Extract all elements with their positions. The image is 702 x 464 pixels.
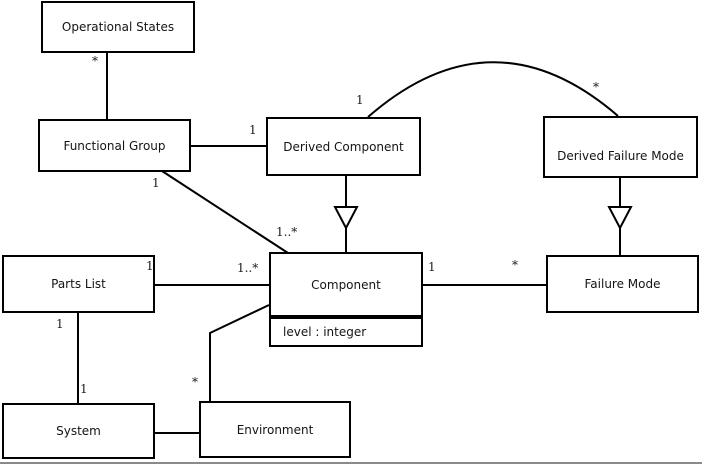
class-name: Parts List bbox=[51, 277, 106, 291]
class-attribute: level : integer bbox=[283, 325, 367, 339]
class-box-environment[interactable]: Environment bbox=[199, 401, 351, 458]
multiplicity-component-failure-mode-source: 1 bbox=[428, 260, 436, 274]
multiplicity-parts-list-system-source: 1 bbox=[56, 317, 64, 331]
multiplicity-parts-list-source: 1 bbox=[146, 259, 154, 273]
generalization-derived-failure-mode-to-failure-mode[interactable] bbox=[607, 178, 633, 255]
multiplicity-functional-group-derived-component: 1 bbox=[249, 123, 257, 137]
class-name: Component bbox=[311, 277, 381, 292]
class-box-parts-list[interactable]: Parts List bbox=[2, 255, 155, 313]
multiplicity-arc-derived-component-end: 1 bbox=[356, 93, 364, 107]
class-name: System bbox=[56, 424, 101, 438]
class-box-component[interactable]: Component level : integer bbox=[269, 252, 423, 347]
multiplicity-functional-group-diagonal-source: 1 bbox=[152, 176, 160, 190]
class-name: Operational States bbox=[61, 20, 175, 34]
class-name: Failure Mode bbox=[584, 277, 661, 291]
canvas-bottom-edge bbox=[0, 462, 702, 464]
edge-arc-derived-component-derived-failure-mode[interactable] bbox=[367, 61, 619, 118]
class-box-failure-mode[interactable]: Failure Mode bbox=[546, 255, 699, 313]
class-name: Derived Component bbox=[283, 139, 404, 154]
class-attributes-compartment: level : integer bbox=[271, 315, 421, 345]
multiplicity-parts-list-system-target: 1 bbox=[80, 382, 88, 396]
class-box-system[interactable]: System bbox=[2, 403, 155, 459]
class-name: Derived Failure Mode bbox=[557, 149, 684, 163]
multiplicity-operational-states-end: * bbox=[92, 54, 98, 68]
generalization-triangle-icon bbox=[333, 206, 359, 231]
generalization-triangle-icon bbox=[607, 206, 633, 231]
multiplicity-arc-derived-failure-mode-end: * bbox=[593, 80, 599, 94]
class-box-derived-failure-mode[interactable]: Derived Failure Mode bbox=[543, 116, 698, 178]
multiplicity-component-failure-mode-target: * bbox=[512, 258, 518, 272]
multiplicity-functional-group-component-end: 1..* bbox=[276, 225, 298, 239]
class-name: Functional Group bbox=[63, 138, 166, 153]
class-box-derived-component[interactable]: Derived Component bbox=[266, 117, 421, 176]
generalization-derived-component-to-component[interactable] bbox=[333, 176, 359, 252]
class-name: Environment bbox=[236, 422, 314, 437]
multiplicity-component-environment-end: * bbox=[192, 375, 198, 389]
class-box-functional-group[interactable]: Functional Group bbox=[38, 119, 191, 172]
class-name-compartment: Component bbox=[271, 254, 421, 315]
multiplicity-parts-list-component-end: 1..* bbox=[237, 261, 259, 275]
class-box-operational-states[interactable]: Operational States bbox=[41, 1, 195, 53]
edge-functional-group-component[interactable] bbox=[161, 170, 289, 254]
edge-component-environment[interactable] bbox=[209, 304, 270, 401]
